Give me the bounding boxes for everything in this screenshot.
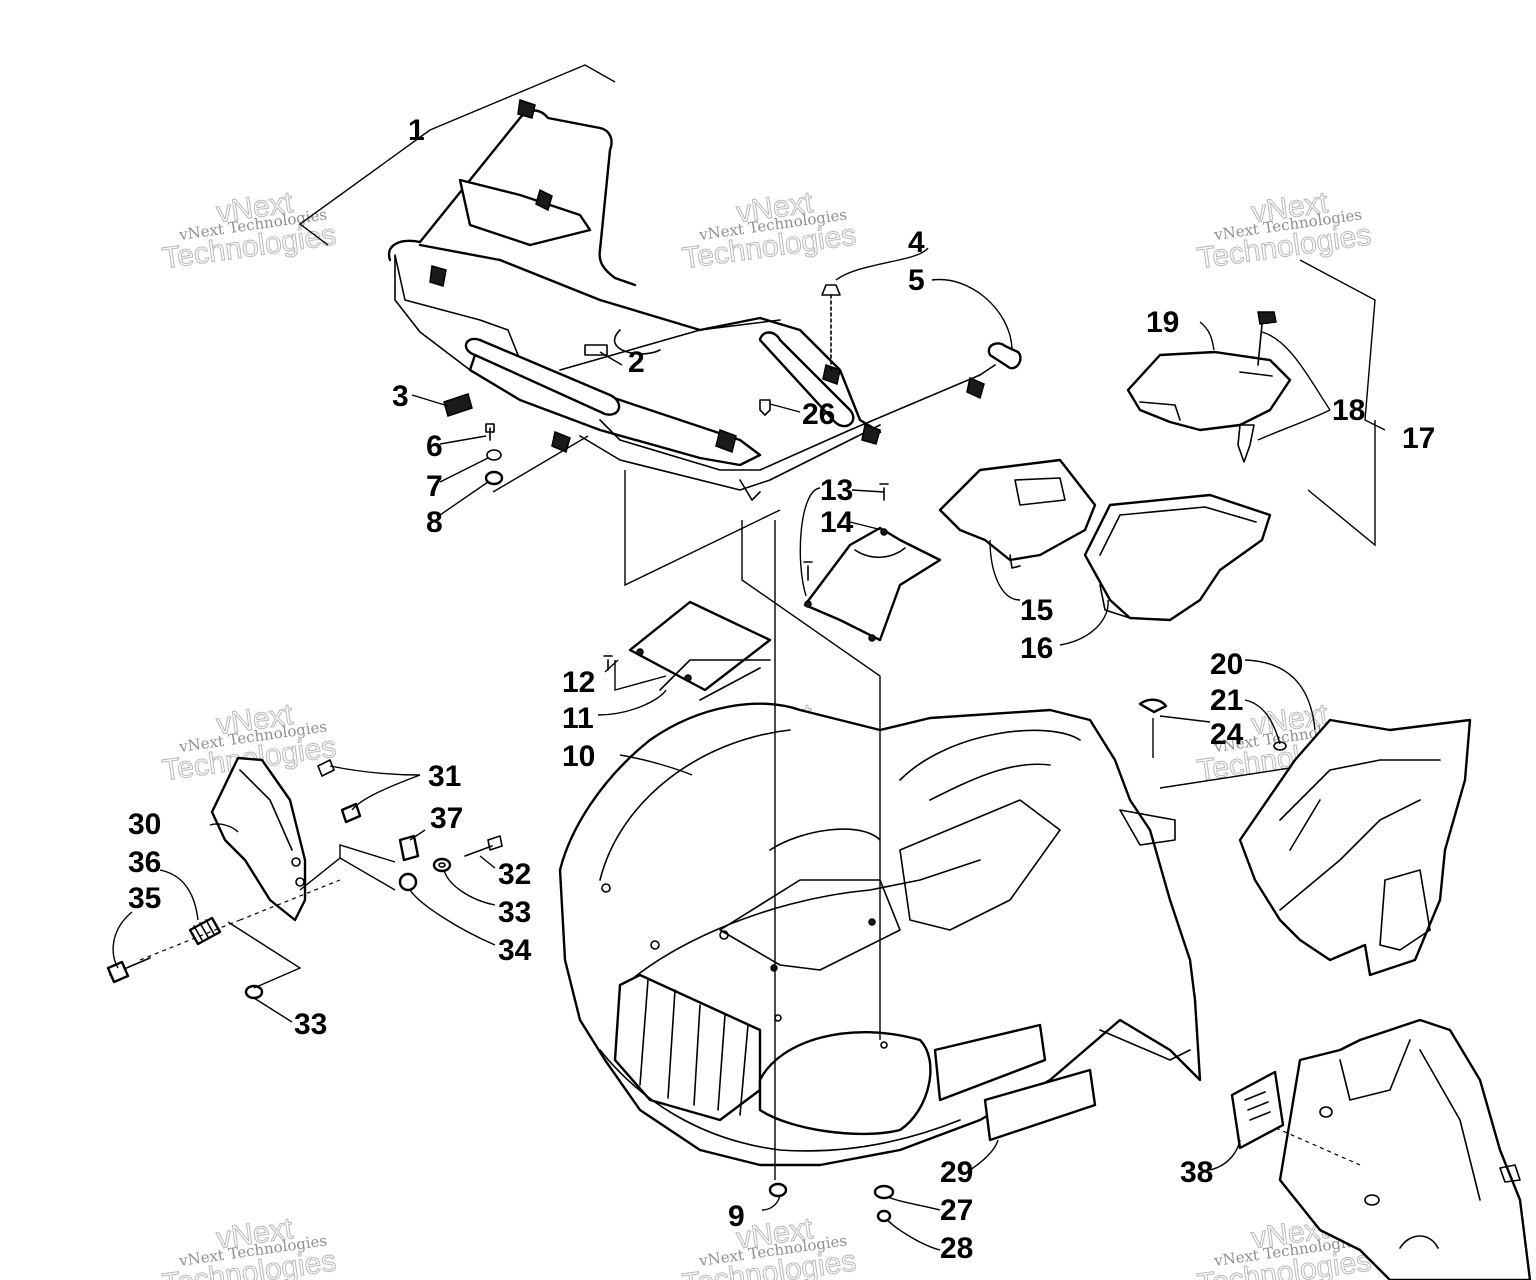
- right-side-panel: [1238, 718, 1472, 977]
- callout-1: 1: [408, 114, 425, 147]
- callout-28: 28: [940, 1232, 973, 1265]
- callout-21: 21: [1210, 684, 1243, 717]
- callout-7: 7: [426, 470, 443, 503]
- callout-37: 37: [430, 802, 463, 835]
- callout-34: 34: [498, 934, 532, 967]
- callout-6: 6: [426, 430, 443, 463]
- callout-9: 9: [728, 1200, 745, 1233]
- fasteners: [603, 483, 1168, 1223]
- callout-14: 14: [820, 506, 854, 539]
- inner-fender: [1230, 1018, 1532, 1280]
- callout-27: 27: [940, 1194, 973, 1227]
- callout-12: 12: [562, 666, 595, 699]
- callout-11: 11: [562, 702, 594, 735]
- callout-30: 30: [128, 808, 161, 841]
- callout-20: 20: [1210, 648, 1243, 681]
- callout-2: 2: [628, 346, 645, 379]
- callout-15: 15: [1020, 594, 1053, 627]
- callout-8: 8: [426, 506, 443, 539]
- storage-box-assembly: [938, 311, 1292, 622]
- callout-13: 13: [820, 474, 853, 507]
- callout-10: 10: [562, 740, 595, 773]
- callout-35: 35: [128, 882, 161, 915]
- callout-16: 16: [1020, 632, 1053, 665]
- callout-38: 38: [1180, 1156, 1213, 1189]
- callout-18: 18: [1332, 394, 1365, 427]
- callout-labels: 1 2 3 4 5 6 7 8 9 10 11 12 13 14 15 16 1…: [128, 114, 1435, 1265]
- callout-32: 32: [498, 858, 531, 891]
- callout-33a: 33: [498, 896, 531, 929]
- callout-26: 26: [802, 398, 835, 431]
- front-rack: [387, 99, 1022, 501]
- callout-17: 17: [1402, 422, 1435, 455]
- headlight-assembly: [106, 756, 503, 1000]
- callout-4: 4: [908, 226, 925, 259]
- brackets: [628, 526, 942, 701]
- callout-5: 5: [908, 264, 925, 297]
- callout-24: 24: [1210, 718, 1244, 751]
- callout-31: 31: [428, 760, 461, 793]
- callout-36: 36: [128, 846, 161, 879]
- callout-29: 29: [940, 1156, 973, 1189]
- callout-19: 19: [1146, 306, 1179, 339]
- callout-3: 3: [392, 380, 409, 413]
- callout-33b: 33: [294, 1008, 327, 1041]
